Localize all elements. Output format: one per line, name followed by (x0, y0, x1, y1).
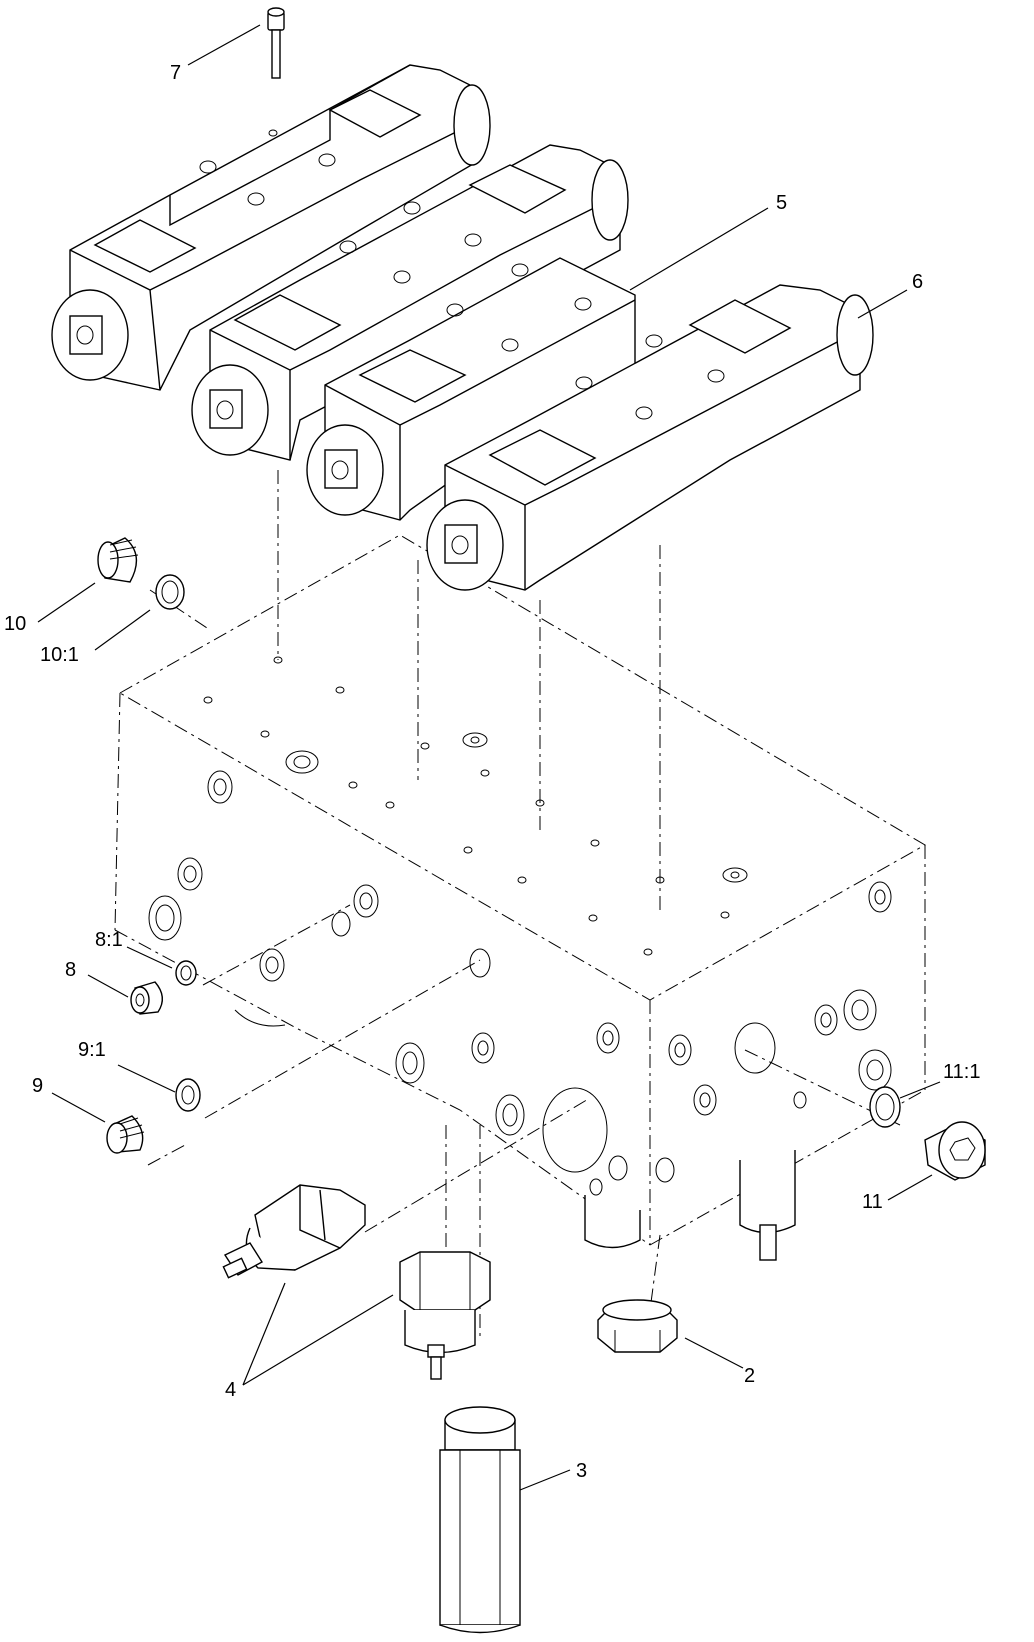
callout-11: 11 (862, 1191, 883, 1213)
callout-4: 4 (225, 1379, 237, 1401)
callout-11-1: 11:1 (943, 1061, 981, 1083)
plug-part-10 (97, 537, 139, 583)
solenoid-valve-4 (426, 284, 874, 591)
callout-9-1: 9:1 (78, 1039, 106, 1061)
callout-6: 6 (912, 271, 924, 293)
solenoid-valve-2 (191, 144, 629, 461)
manifold-block (114, 534, 927, 1261)
seal-part-11-1 (869, 1086, 901, 1128)
cap-screw-part-7 (267, 7, 285, 79)
leader-lines (37, 24, 941, 1491)
plug-part-9 (106, 1115, 145, 1154)
callout-9: 9 (32, 1075, 44, 1097)
callout-3: 3 (576, 1460, 588, 1482)
plug-part-8 (130, 981, 163, 1015)
cap-nut-part-2 (597, 1299, 678, 1353)
cartridge-part-4-center (399, 1251, 491, 1380)
seal-part-9-1 (175, 1078, 201, 1112)
callout-5: 5 (776, 192, 788, 214)
plug-part-11 (924, 1121, 986, 1181)
callout-10-1: 10:1 (40, 644, 79, 666)
solenoid-valve-1 (51, 64, 491, 391)
callout-2: 2 (744, 1365, 756, 1387)
seal-part-10-1 (155, 574, 185, 610)
seal-part-8-1 (175, 960, 197, 986)
callout-7: 7 (170, 62, 182, 84)
solenoid-valve-3 (306, 257, 636, 521)
callout-8-1: 8:1 (95, 929, 123, 951)
callout-10: 10 (4, 613, 27, 635)
callout-8: 8 (65, 959, 77, 981)
hex-cartridge-part-3 (439, 1406, 521, 1634)
relief-valve-part-4-left (222, 1184, 366, 1279)
